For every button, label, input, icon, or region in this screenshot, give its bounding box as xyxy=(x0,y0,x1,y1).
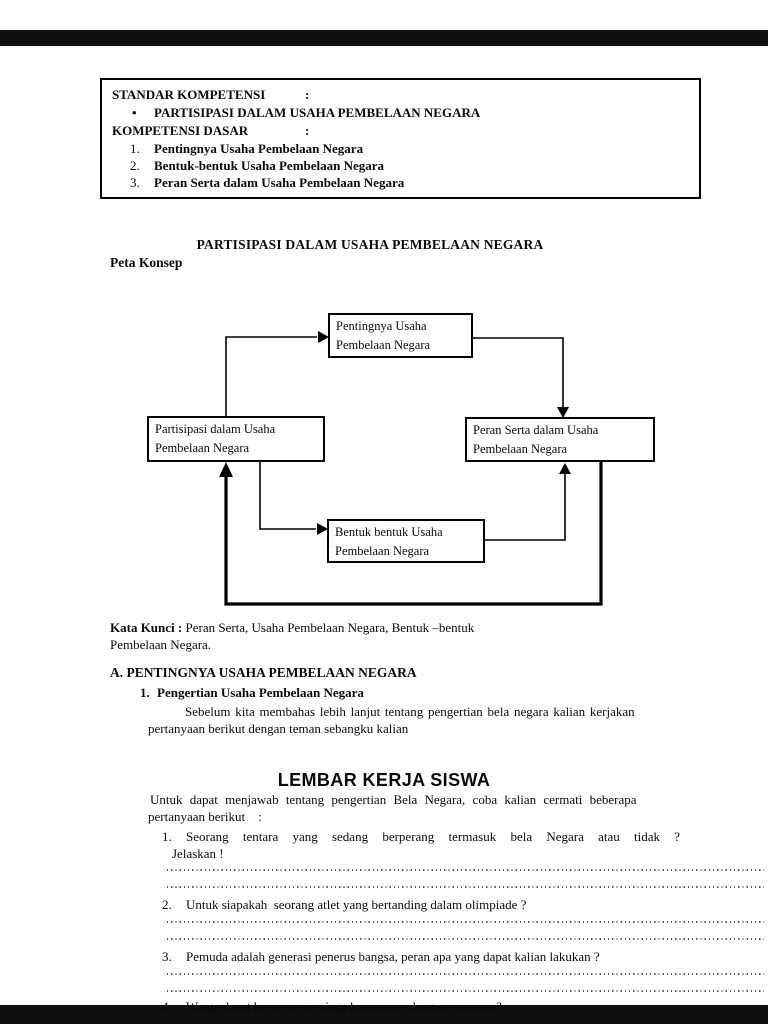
question-3-number: 3. xyxy=(162,949,172,964)
kompetensi-dasar-label: KOMPETENSI DASAR xyxy=(112,123,249,138)
concept-map-label: Peta Konsep xyxy=(110,255,183,270)
node-pentingnya: Pentingnya Usaha Pembelaan Negara xyxy=(328,313,473,358)
page-gap-top xyxy=(0,30,768,46)
answer-line xyxy=(167,990,764,992)
section-a-sub-heading: Pengertian Usaha Pembelaan Negara xyxy=(157,685,364,700)
question-2-number: 2. xyxy=(162,897,172,912)
question-1-number: 1. xyxy=(162,829,172,844)
connector-left-to-bottom xyxy=(259,462,316,530)
standar-bullet-item: PARTISIPASI DALAM USAHA PEMBELAAN NEGARA xyxy=(154,105,481,120)
connector-left-to-top xyxy=(225,336,317,416)
question-3-text: Pemuda adalah generasi penerus bangsa, p… xyxy=(186,949,600,964)
node-partisipasi: Partisipasi dalam Usaha Pembelaan Negara xyxy=(147,416,325,462)
kata-kunci-line1: Kata Kunci : Peran Serta, Usaha Pembelaa… xyxy=(110,620,474,636)
node-bentuk-bentuk: Bentuk bentuk Usaha Pembelaan Negara xyxy=(327,519,485,563)
kd-item-num: 3. xyxy=(130,175,140,190)
standar-kompetensi-label: STANDAR KOMPETENSI xyxy=(112,87,266,102)
kd-item-text: Bentuk-bentuk Usaha Pembelaan Negara xyxy=(154,158,385,173)
node-peran-serta: Peran Serta dalam Usaha Pembelaan Negara xyxy=(465,417,655,462)
answer-line xyxy=(167,886,764,888)
kd-item-text: Peran Serta dalam Usaha Pembelaan Negara xyxy=(154,175,405,190)
kd-item-text: Pentingnya Usaha Pembelaan Negara xyxy=(154,141,364,156)
section-a-sub-num: 1. xyxy=(140,685,150,700)
standar-colon: : xyxy=(305,87,310,102)
worksheet-intro-line2: pertanyaan berikut : xyxy=(148,809,262,824)
page-gap-bottom xyxy=(0,1005,768,1024)
kd-item-num: 2. xyxy=(130,158,140,173)
arrowhead-into-left-box-bottom xyxy=(219,462,233,477)
competency-box: STANDAR KOMPETENSI : • PARTISIPASI DALAM… xyxy=(100,78,701,199)
question-4-number: 4. xyxy=(162,999,172,1014)
connector-top-to-right xyxy=(473,337,564,407)
arrowhead-into-right-box-bottom xyxy=(559,463,571,474)
question-1-text-line2: Jelaskan ! xyxy=(172,846,224,861)
answer-line xyxy=(167,921,764,923)
worksheet-heading: LEMBAR KERJA SISWA xyxy=(277,770,491,790)
answer-line xyxy=(167,973,764,975)
answer-line xyxy=(167,869,764,871)
kd-item-num: 1. xyxy=(130,141,140,156)
connector-bottom-to-right xyxy=(485,474,566,541)
kata-kunci-label: Kata Kunci : xyxy=(110,620,183,635)
question-1-text: Seorang tentara yang sedang berperang te… xyxy=(186,829,681,844)
section-a-paragraph-line1: Sebelum kita membahas lebih lanjut tenta… xyxy=(185,704,635,719)
bullet-glyph: • xyxy=(132,105,137,120)
question-4-text: Warga dapat berperan menjaga keamanan, d… xyxy=(186,999,502,1014)
page-title: PARTISIPASI DALAM USAHA PEMBELAAN NEGARA xyxy=(196,237,544,252)
section-a-heading: A. PENTINGNYA USAHA PEMBELAAN NEGARA xyxy=(110,665,417,680)
dasar-colon: : xyxy=(305,123,310,138)
answer-line xyxy=(167,938,764,940)
kata-kunci-terms: Peran Serta, Usaha Pembelaan Negara, Ben… xyxy=(182,620,475,635)
question-2-text: Untuk siapakah seorang atlet yang bertan… xyxy=(186,897,527,912)
kata-kunci-line2: Pembelaan Negara. xyxy=(110,637,212,652)
worksheet-intro-line1: Untuk dapat menjawab tentang pengertian … xyxy=(150,792,637,807)
section-a-paragraph-line2: pertanyaan berikut dengan teman sebangku… xyxy=(148,721,409,736)
